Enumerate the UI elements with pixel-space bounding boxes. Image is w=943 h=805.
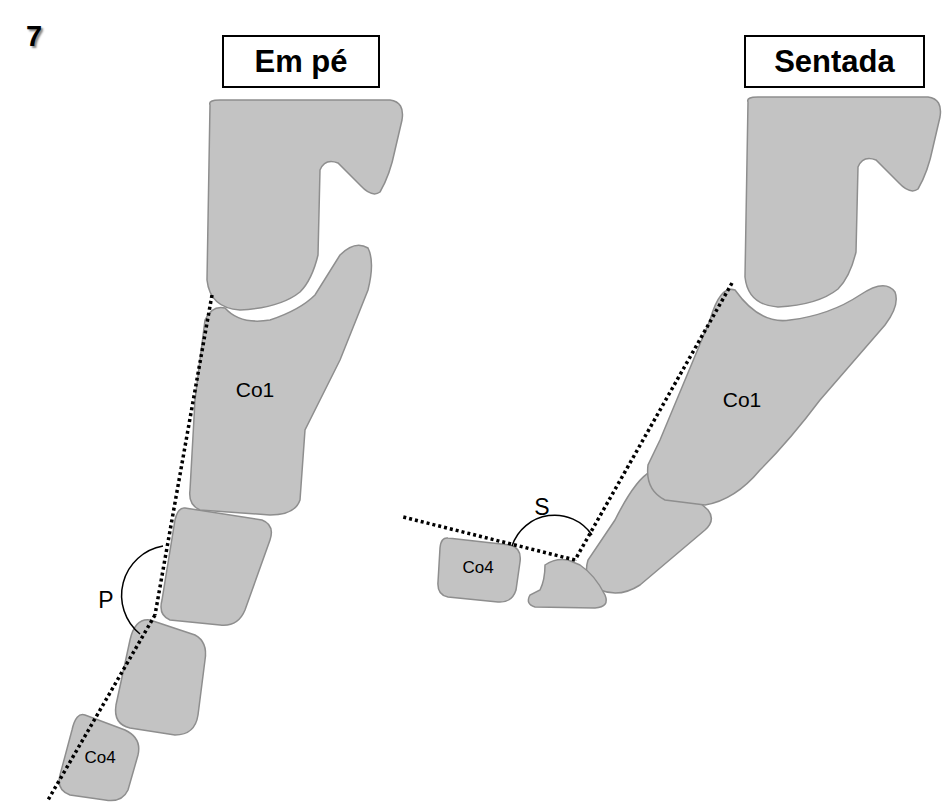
vertebra-co3: [116, 620, 206, 735]
angle-label: S: [534, 494, 549, 521]
axis-line: [155, 295, 212, 615]
angle-label: P: [98, 587, 113, 614]
panel-title-box: Sentada: [744, 35, 925, 88]
axis-line: [575, 283, 732, 560]
vertebra-co2: [161, 508, 271, 625]
vertebra-label: Co4: [462, 558, 493, 578]
bone-shape: [648, 286, 897, 505]
figure-number: 7: [26, 20, 42, 53]
bone-outline: [186, 238, 378, 520]
panel-title-box: Em pé: [222, 35, 380, 88]
vertebra-label: Co4: [84, 748, 115, 768]
vertebra-label: Co1: [723, 388, 762, 412]
sacrum-bone: [745, 97, 941, 307]
bone-shape: [438, 538, 520, 602]
angle-arc: [122, 546, 163, 634]
vertebra-co4: Co4: [54, 709, 146, 805]
axis-line: [48, 615, 155, 800]
axis-line: [403, 517, 575, 560]
angle-arc: [512, 515, 592, 546]
panel-title: Em pé: [254, 44, 347, 80]
vertebra-co3: [528, 560, 606, 608]
vertebra-label: Co1: [236, 378, 275, 402]
bone-shape: [190, 245, 372, 515]
vertebra-co1: Co1: [642, 278, 904, 510]
vertebra-co1: Co1: [186, 238, 378, 520]
vertebra-co4: Co4: [433, 532, 526, 607]
bone-shape: [59, 715, 139, 801]
bone-outline: [642, 278, 904, 510]
sacrum-bone: [207, 100, 403, 310]
panel-title: Sentada: [774, 44, 895, 80]
